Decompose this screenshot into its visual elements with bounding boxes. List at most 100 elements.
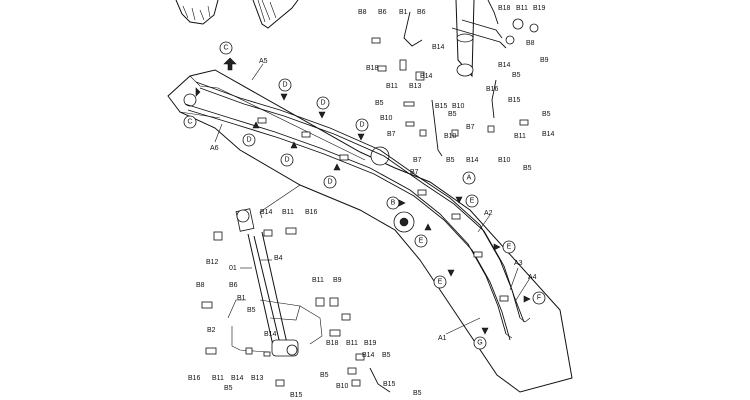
callout-c-top: C: [219, 41, 233, 55]
callout-d-4: D: [242, 133, 256, 147]
label-b8-top: B8: [358, 9, 367, 16]
part-labels: A5 A6 A2 A3 A4 A1 B8 B6 B1 B6 B18 B11 B1…: [188, 5, 555, 399]
label-b5-mid2: B5: [382, 352, 391, 359]
svg-text:D: D: [246, 137, 251, 144]
label-b15-a: B15: [435, 103, 448, 110]
leader-lines: [214, 63, 531, 335]
label-b11-top: B11: [516, 5, 528, 12]
label-b13-bot: B13: [251, 375, 264, 382]
svg-text:D: D: [320, 100, 325, 107]
label-b18-a: B18: [366, 65, 379, 72]
label-b5-bot3: B5: [413, 390, 422, 397]
svg-text:E: E: [470, 198, 475, 205]
svg-text:F: F: [537, 295, 541, 302]
label-b10-d: B10: [498, 157, 511, 164]
label-b10-bot: B10: [336, 383, 349, 390]
hose-lines: [184, 81, 531, 341]
label-b14-e: B14: [466, 157, 479, 164]
label-b5-mid: B5: [247, 307, 256, 314]
label-b14-mid2: B14: [362, 352, 375, 359]
label-b19-top: B19: [533, 5, 546, 12]
svg-text:A: A: [467, 175, 472, 182]
label-b6-top: B6: [378, 9, 387, 16]
label-b12: B12: [206, 259, 219, 266]
label-01: 01: [229, 265, 237, 272]
callout-c-left: C: [183, 115, 197, 129]
label-b7-a: B7: [466, 124, 475, 131]
svg-text:G: G: [477, 340, 482, 347]
label-b13: B13: [409, 83, 422, 90]
svg-text:D: D: [327, 179, 332, 186]
label-b11-mid: B11: [312, 277, 324, 284]
svg-text:B: B: [391, 200, 396, 207]
callout-e-1: E: [465, 194, 479, 208]
label-b10-b: B10: [380, 115, 393, 122]
svg-text:C: C: [187, 119, 192, 126]
label-a1: A1: [438, 335, 447, 342]
label-b5-bot: B5: [320, 372, 329, 379]
label-b16-low: B16: [305, 209, 318, 216]
callout-d-5: D: [280, 153, 294, 167]
svg-text:D: D: [359, 122, 364, 129]
label-b14-a: B14: [432, 44, 445, 51]
svg-text:C: C: [223, 45, 228, 52]
arrows: [195, 57, 531, 335]
label-b11-low: B11: [282, 209, 294, 216]
label-b8-mid: B8: [196, 282, 205, 289]
label-b14-b: B14: [498, 62, 511, 69]
label-b1-top: B1: [399, 9, 408, 16]
boom-cylinder: [227, 208, 323, 357]
label-b5-c: B5: [542, 111, 551, 118]
callout-b: B: [386, 196, 400, 210]
boom-arm: [167, 69, 573, 393]
label-b15-b: B15: [508, 97, 521, 104]
callout-d-2: D: [316, 96, 330, 110]
label-b18-top: B18: [498, 5, 511, 12]
label-b7-c: B7: [413, 157, 422, 164]
label-b7-d: B7: [410, 169, 419, 176]
label-b16-bot: B16: [188, 375, 201, 382]
upper-right-parts: [371, 0, 539, 157]
label-b1-mid: B1: [237, 295, 246, 302]
label-b15-bot: B15: [383, 381, 396, 388]
label-b5-bot2: B5: [224, 385, 233, 392]
label-b9: B9: [540, 57, 549, 64]
label-b18-mid: B18: [326, 340, 339, 347]
svg-text:D: D: [284, 157, 289, 164]
label-a3: A3: [514, 260, 523, 267]
label-b11-a: B11: [386, 83, 398, 90]
label-b14-bot: B14: [231, 375, 244, 382]
label-b5-a: B5: [512, 72, 521, 79]
svg-text:D: D: [282, 82, 287, 89]
label-b14-low: B14: [260, 209, 273, 216]
label-b4: B4: [274, 255, 283, 262]
svg-text:E: E: [419, 238, 424, 245]
callout-d-1: D: [278, 78, 292, 92]
label-a4: A4: [528, 274, 537, 281]
label-b5-b: B5: [375, 100, 384, 107]
label-b6-mid: B6: [229, 282, 238, 289]
callout-e-4: E: [433, 275, 447, 289]
callout-d-6: D: [323, 175, 337, 189]
label-b19-mid: B19: [364, 340, 377, 347]
label-b8-b: B8: [526, 40, 535, 47]
label-a6: A6: [210, 145, 219, 152]
lower-parts: [201, 227, 391, 393]
svg-text:E: E: [507, 244, 512, 251]
label-a2: A2: [484, 210, 493, 217]
label-b5-f: B5: [523, 165, 532, 172]
label-b9-mid: B9: [333, 277, 342, 284]
label-b10-c: B10: [444, 133, 457, 140]
label-b11-b: B11: [514, 133, 526, 140]
label-b5-e: B5: [446, 157, 455, 164]
label-b5-d: B5: [448, 111, 457, 118]
label-b11-mid2: B11: [346, 340, 358, 347]
svg-text:E: E: [438, 279, 443, 286]
callout-a: A: [462, 171, 476, 185]
label-b6-top2: B6: [417, 9, 426, 16]
callout-e-3: E: [502, 240, 516, 254]
bucket-illustration: [175, 0, 299, 29]
callout-e-2: E: [414, 234, 428, 248]
label-a5: A5: [259, 58, 268, 65]
